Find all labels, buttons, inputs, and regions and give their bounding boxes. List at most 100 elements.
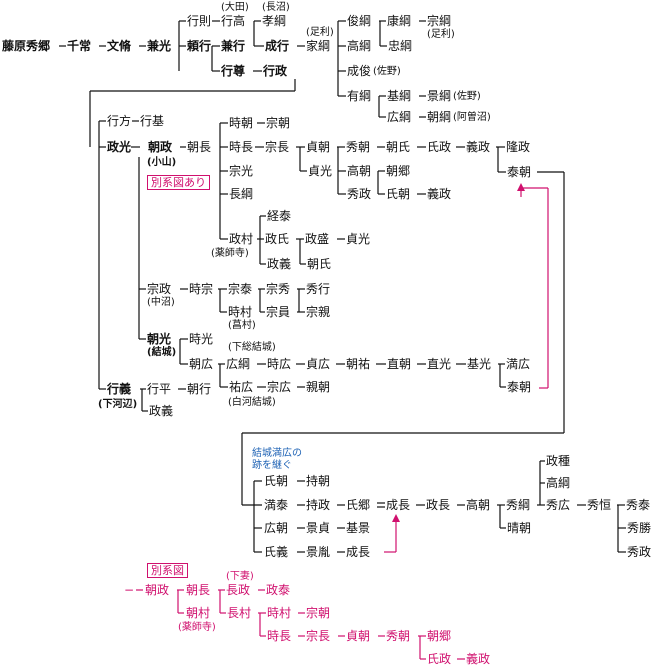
node-p-munetomo: 宗朝 — [306, 606, 331, 620]
node-p-tomosato: 朝郷 — [427, 629, 452, 643]
node-p-yoshimasa: 義政 — [466, 652, 491, 666]
node-tomosuke: 朝祐 — [346, 357, 371, 371]
node-ujisato: 氏郷 — [346, 498, 371, 512]
node-kageaki: 景胤 — [306, 545, 331, 559]
node-p-tomomura: 朝村 — [186, 606, 211, 620]
node-tomonaga: 朝長 — [187, 140, 212, 154]
node-takatomo2: 高朝 — [466, 498, 491, 512]
node-yukinori: 行則 — [187, 14, 212, 28]
node-masatane: 政種 — [546, 454, 571, 468]
node-hidetomo: 秀朝 — [346, 140, 371, 154]
node-kagesada: 景貞 — [306, 521, 331, 535]
node-takatsuna3: 高綱 — [546, 476, 571, 490]
node-p-nagamura: 長村 — [227, 606, 252, 620]
node-yoshimasa: 義政 — [466, 140, 491, 154]
node-p-tokinaga: 時長 — [267, 629, 292, 643]
node-p-munenaga: 宗長 — [306, 629, 331, 643]
node-yoshimasa2: 義政 — [427, 187, 452, 201]
node-tadatsuna: 忠綱 — [388, 39, 413, 53]
node-sadamitsu2: 貞光 — [346, 232, 371, 246]
node-tsuneyasu: 経泰 — [267, 209, 292, 223]
node-masamori: 政盛 — [305, 232, 330, 246]
node-hidemasa: 秀政 — [347, 187, 372, 201]
node-muneyasu: 宗泰 — [228, 282, 253, 296]
node-takatomo: 高朝 — [347, 164, 372, 178]
note-yuki: (結城) — [147, 347, 177, 358]
node-yukitaka: 行高 — [221, 14, 246, 28]
node-yukitaka-t: 行尊 — [221, 64, 246, 78]
note-kusamura: (菖村) — [228, 320, 256, 331]
node-tokimura: 時村 — [228, 305, 253, 319]
note-yakushiji-2: (薬師寺) — [178, 622, 216, 633]
node-mitsuhiro: 満広 — [506, 357, 531, 371]
node-aritsuna: 有綱 — [347, 89, 372, 103]
node-hidetsune: 秀恒 — [587, 498, 612, 512]
node-tomosato: 朝郷 — [386, 164, 411, 178]
node-mitsuyasu: 満泰 — [264, 498, 289, 512]
note-shimotsuma: (下妻) — [226, 571, 254, 582]
node-yasutomo2: 泰朝 — [507, 380, 532, 394]
node-tomohiro: 朝広 — [189, 357, 214, 371]
node-kanenori: 兼行 — [221, 39, 246, 53]
node-munehide: 宗秀 — [266, 282, 291, 296]
node-motomitsu: 基光 — [467, 357, 492, 371]
node-munetsuna: 宗綱 — [427, 14, 452, 28]
node-yukimoto: 行基 — [140, 114, 165, 128]
note-ota: (大田) — [221, 2, 249, 13]
node-yasutomo: 泰朝 — [507, 165, 532, 179]
node-hideyasu: 秀泰 — [626, 498, 651, 512]
node-p-tokimura: 時村 — [267, 606, 292, 620]
node-ujiyoshi: 氏義 — [264, 545, 289, 559]
node-ietsuna: 家綱 — [306, 39, 331, 53]
node-motokage: 基景 — [346, 521, 371, 535]
note-nakanuma: (中沼) — [147, 297, 175, 308]
node-harutomo: 晴朝 — [507, 521, 532, 535]
node-yorinori: 頼行 — [187, 39, 212, 53]
node-tomoyuki: 朝行 — [187, 382, 212, 396]
node-ujimasa: 氏政 — [427, 140, 452, 154]
node-hirotomo: 広朝 — [264, 521, 289, 535]
node-shigenaga: 成長 — [386, 498, 411, 512]
node-tokihiro: 時広 — [267, 357, 292, 371]
node-fujiwara-hidesato: 藤原秀郷 — [2, 39, 51, 53]
node-yukimasa: 行政 — [263, 64, 288, 78]
note-shimokobe: (下河辺) — [98, 399, 138, 410]
node-yukikata: 行方 — [107, 114, 132, 128]
node-sukehiro: 祐広 — [229, 380, 254, 394]
node-p-tomonaga: 朝長 — [186, 583, 211, 597]
node-yukiyoshi: 行義 — [107, 382, 132, 396]
node-munehiro: 宗広 — [267, 380, 292, 394]
note-shimofusa-yuki: (下総結城) — [228, 342, 276, 353]
node-masayoshi2: 政義 — [149, 404, 174, 418]
node-tokimune: 時宗 — [189, 282, 214, 296]
node-tomomasa: 朝政 — [148, 140, 173, 154]
note-asonuma: (阿曽沼) — [453, 112, 491, 123]
node-ujitomo: 氏朝 — [386, 187, 411, 201]
node-toshitsuna: 俊綱 — [347, 14, 372, 28]
node-hidehiro: 秀広 — [546, 498, 571, 512]
node-p-masayasu: 政泰 — [266, 583, 291, 597]
node-munemitsu: 宗光 — [229, 164, 254, 178]
node-p-ujimasa: 氏政 — [427, 652, 452, 666]
node-munechika: 宗親 — [306, 305, 331, 319]
node-munemasa: 宗政 — [147, 282, 172, 296]
pink-dash: − — [124, 583, 135, 597]
note-ashikaga-1: (足利) — [306, 27, 334, 38]
node-naotomo: 直朝 — [387, 357, 412, 371]
node-hidetsuna: 秀綱 — [506, 498, 531, 512]
node-munenaga: 宗長 — [265, 140, 290, 154]
node-fumiyasu: 文脩 — [107, 39, 132, 53]
node-tomouji: 朝氏 — [386, 140, 411, 154]
node-mochitomo: 持朝 — [306, 474, 331, 488]
note-sano-2: (佐野) — [453, 91, 481, 102]
node-hirotsuna2: 広綱 — [226, 357, 251, 371]
node-tokitomo: 時朝 — [229, 116, 254, 130]
betsukeizu-label: 別系図 — [147, 563, 188, 578]
node-kagetsuna: 景綱 — [427, 89, 452, 103]
node-tomotsuna: 朝綱 — [427, 110, 452, 124]
note-naganuma: (長沼) — [262, 2, 290, 13]
node-hidemasa2: 秀政 — [627, 545, 652, 559]
betsukeizu-ari-label: 別系図あり — [147, 175, 210, 190]
